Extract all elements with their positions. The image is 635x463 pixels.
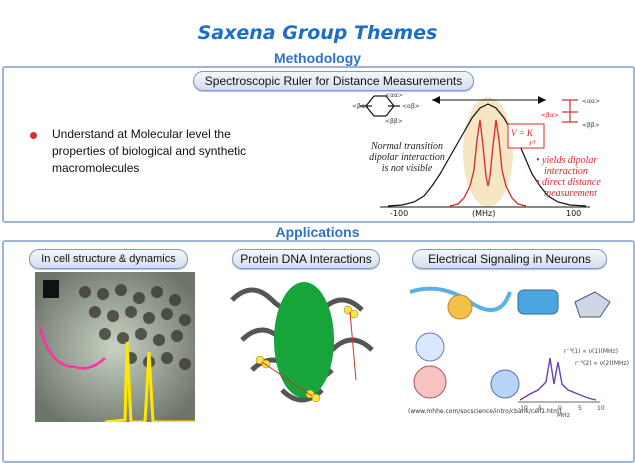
level-bb-right: <ββ> xyxy=(582,122,600,129)
distance-line-2 xyxy=(349,311,357,381)
formula-r: r³ xyxy=(529,138,536,148)
narrow-red-spectrum xyxy=(449,119,527,207)
neuron-xtick-2: -5 xyxy=(536,405,542,412)
distance-line-1 xyxy=(261,361,313,397)
neuron-xlabel: MHz xyxy=(557,412,570,419)
neuron-spectrum-trace xyxy=(519,357,597,401)
formula-box xyxy=(507,123,545,149)
vesicle-detail xyxy=(413,365,447,399)
note-line-1: Normal transition xyxy=(371,141,443,152)
level-ba-left: <βα> xyxy=(352,103,370,110)
right-energy-diagram xyxy=(562,99,578,123)
neuron-eq1: r⁻³(1) ∝ ν(1)(MHz) xyxy=(564,348,619,355)
magenta-trace xyxy=(38,326,106,370)
level-bb-left: <ββ> xyxy=(385,118,403,125)
highlight-ellipse xyxy=(463,97,513,207)
level-ab-left: <αβ> xyxy=(402,103,420,110)
level-ba-right: <βα> xyxy=(541,112,559,119)
yellow-peaks xyxy=(104,341,195,422)
red-note-1: yields dipolar xyxy=(542,155,598,166)
pill-protein-dna: Protein DNA Interactions xyxy=(232,249,380,269)
note-line-2: dipolar interaction xyxy=(369,152,445,163)
neuron-eq2: r⁻³(2) ∝ ν(2)(MHz) xyxy=(575,360,630,367)
red-note-4: measurement xyxy=(544,188,597,199)
methodology-heading: Methodology xyxy=(273,50,362,66)
neuron-xtick-4: 5 xyxy=(578,405,582,412)
arrow-right-head xyxy=(538,96,546,104)
applications-heading: Applications xyxy=(275,224,360,240)
page-title: Saxena Group Themes xyxy=(197,22,438,44)
bullet-line-3: macromolecules xyxy=(52,161,140,175)
neuron-cell-body xyxy=(447,294,473,320)
bullet-line-2: properties of biological and synthetic xyxy=(52,144,247,158)
dipolar-spectrum-figure xyxy=(360,95,590,208)
neuron-xtick-1: -10 xyxy=(518,405,528,412)
molecule-shape xyxy=(574,291,611,318)
methodology-bullet: Understand at Molecular level the proper… xyxy=(52,126,302,177)
bullet-line-1: Understand at Molecular level the xyxy=(52,127,231,141)
methodology-pill: Spectroscopic Ruler for Distance Measure… xyxy=(193,71,474,91)
neuron-xtick-5: 10 xyxy=(597,405,605,412)
arrow-left-head xyxy=(432,96,440,104)
membrane-detail xyxy=(490,369,520,399)
formula-v: V = xyxy=(511,128,525,138)
neuron-source-url: (www.mhhe.com/socscience/intro/cbank/cel… xyxy=(408,408,562,415)
protein-dna-image xyxy=(230,282,374,403)
ion-channel xyxy=(517,289,559,315)
level-aa-left: <αα> xyxy=(385,92,403,99)
tick-neg100: -100 xyxy=(390,209,409,218)
red-note-line-1: • yields dipolar xyxy=(536,155,598,166)
red-note: • yields dipolar interaction • direct di… xyxy=(536,155,628,199)
neuron-xtick-3: 0 xyxy=(558,405,562,412)
tick-mhz: (MHz) xyxy=(472,209,496,218)
bullet-marker xyxy=(30,132,37,139)
neuron-image xyxy=(409,286,611,403)
left-energy-diagram xyxy=(360,95,400,117)
in-cell-image xyxy=(35,272,195,422)
cell-blobs xyxy=(79,284,191,370)
dipolar-formula: V = K r³ xyxy=(511,128,545,148)
pill-neurons: Electrical Signaling in Neurons xyxy=(412,249,607,269)
level-aa-right: <αα> xyxy=(582,98,600,105)
dna-surface xyxy=(274,282,334,398)
synapse-detail xyxy=(415,332,445,362)
red-note-2: interaction xyxy=(544,166,588,177)
dark-object xyxy=(43,280,59,298)
red-note-3: direct distance xyxy=(542,177,601,188)
broad-spectrum-line xyxy=(387,103,587,207)
normal-transition-note: Normal transition dipolar interaction is… xyxy=(358,141,456,174)
note-line-3: is not visible xyxy=(381,163,433,174)
pill-in-cell: In cell structure & dynamics xyxy=(29,249,188,269)
red-note-line-3: • direct distance xyxy=(536,177,601,188)
formula-k: K xyxy=(526,128,533,138)
tick-100: 100 xyxy=(566,209,582,218)
